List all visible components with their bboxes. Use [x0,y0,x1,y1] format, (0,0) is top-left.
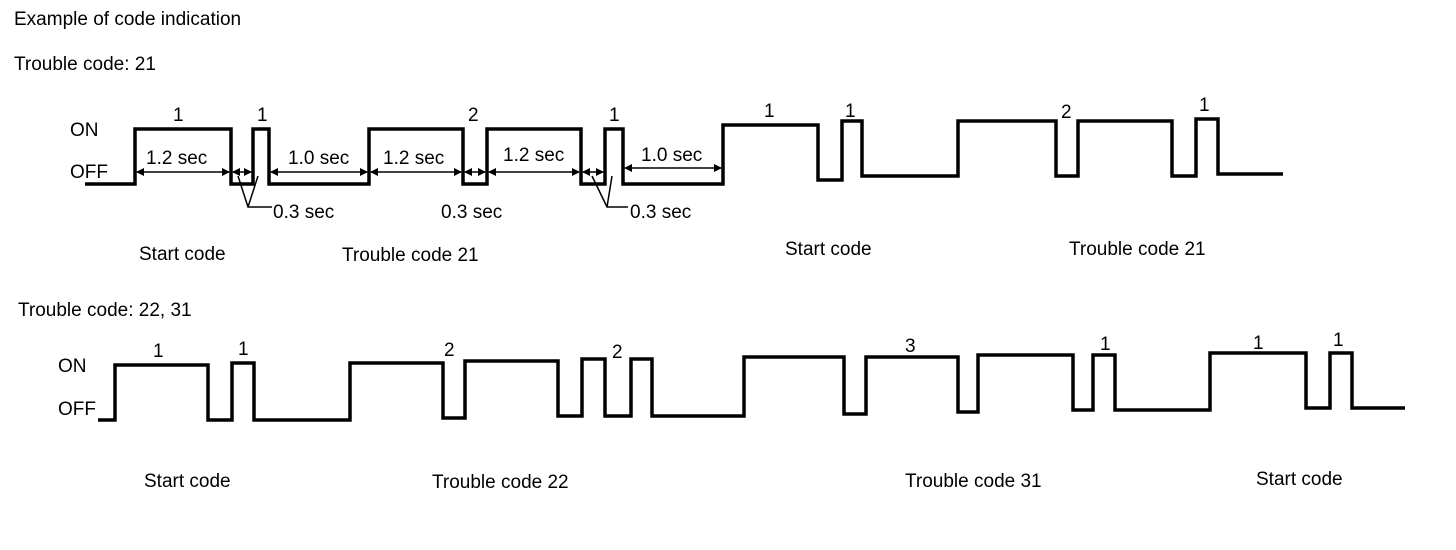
pulse-number: 1 [609,105,620,126]
waveform-section2 [98,351,1405,422]
pulse-number: 1 [1253,333,1264,354]
pulse-number: 1 [845,101,856,122]
pulse-number: 1 [153,341,164,362]
page-title: Example of code indication [14,9,242,30]
timing-label: 1.0 sec [641,145,702,166]
timing-label: 0.3 sec [630,202,691,223]
on-label-1: ON [70,120,99,141]
group-label: Start code [139,244,226,265]
pulse-number: 1 [1333,330,1344,351]
group-label: Trouble code 31 [905,471,1042,492]
pulse-number: 1 [257,105,268,126]
on-label-2: ON [58,356,87,377]
timing-label: 1.2 sec [383,148,444,169]
pulse-number: 2 [468,105,479,126]
pulse-number: 2 [612,342,623,363]
group-label: Trouble code 21 [1069,239,1206,260]
timing-label: 0.3 sec [441,202,502,223]
pulse-number: 2 [444,340,455,361]
group-label: Start code [785,239,872,260]
pulse-number: 1 [1100,334,1111,355]
pulse-number: 1 [1199,95,1210,116]
timing-arrows [136,164,722,208]
off-label-1: OFF [70,162,108,183]
timing-label: 0.3 sec [273,202,334,223]
pulse-number: 3 [905,336,916,357]
group-label: Start code [1256,469,1343,490]
timing-label: 1.2 sec [146,148,207,169]
group-label: Trouble code 22 [432,472,569,493]
section1-heading: Trouble code: 21 [14,54,156,75]
pulse-number: 1 [238,339,249,360]
off-label-2: OFF [58,399,96,420]
timing-label: 1.2 sec [503,145,564,166]
group-label: Start code [144,471,231,492]
section2-heading: Trouble code: 22, 31 [18,300,192,321]
pulse-number: 1 [173,105,184,126]
timing-label: 1.0 sec [288,148,349,169]
pulse-number: 1 [764,101,775,122]
waveform-section1 [85,117,1283,186]
pulse-number: 2 [1061,102,1072,123]
group-label: Trouble code 21 [342,245,479,266]
